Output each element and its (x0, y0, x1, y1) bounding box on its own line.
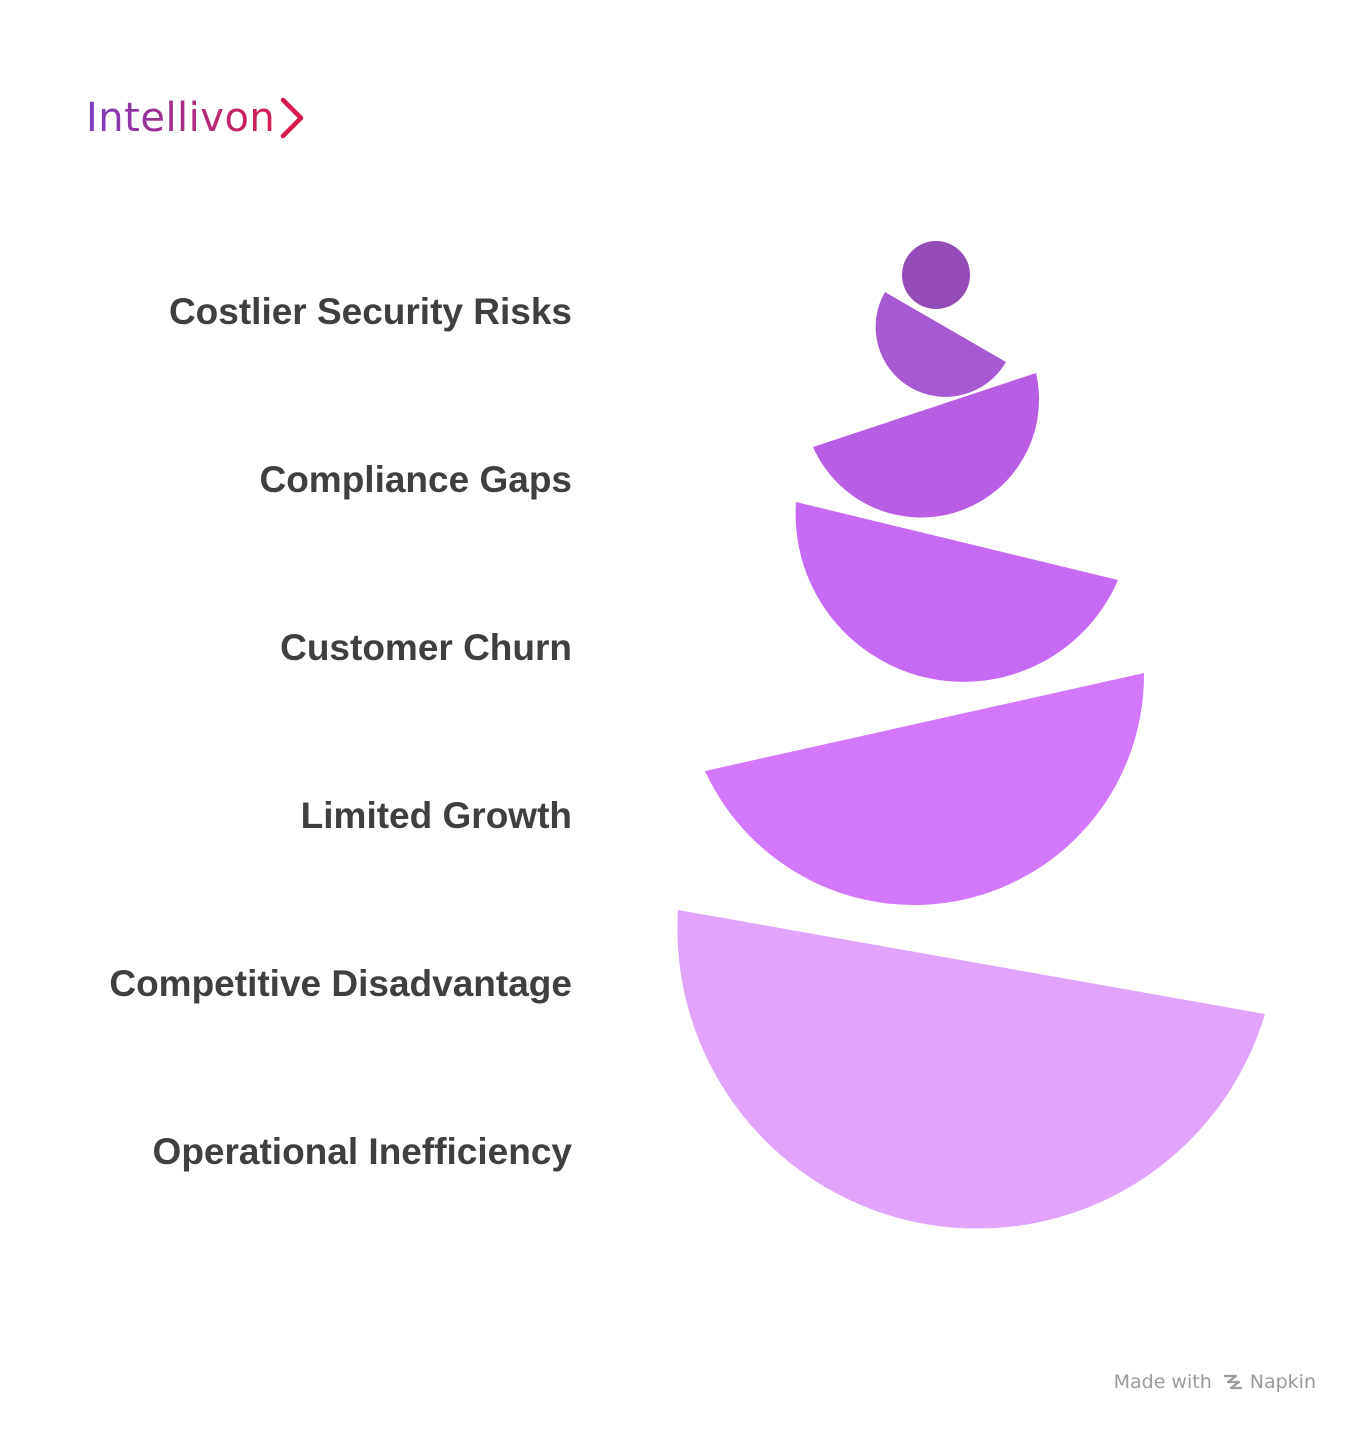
top-ball (902, 241, 970, 309)
made-with-text: Made with (1113, 1371, 1212, 1393)
bowl-4 (705, 673, 1145, 906)
label-limited-growth: Limited Growth (300, 795, 572, 836)
bowl-1 (875, 292, 1006, 397)
napkin-icon (1223, 1374, 1242, 1390)
bowl-2 (813, 373, 1040, 518)
label-costlier-security-risks: Costlier Security Risks (168, 291, 572, 332)
napkin-text: Napkin (1249, 1371, 1316, 1393)
label-competitive-disadvantage: Competitive Disadvantage (109, 963, 572, 1004)
bowl-3 (795, 502, 1118, 682)
brand-name: Intellivon (86, 95, 276, 141)
bowl-5 (677, 910, 1265, 1229)
chevron-right-icon (281, 97, 304, 139)
layer-labels: Costlier Security Risks Compliance Gaps … (60, 0, 572, 1440)
label-compliance-gaps: Compliance Gaps (259, 459, 572, 500)
label-operational-inefficiency: Operational Inefficiency (152, 1131, 572, 1172)
made-with-napkin: Made with Napkin (1114, 1371, 1316, 1393)
label-customer-churn: Customer Churn (280, 627, 572, 668)
brand-logo: Intellivon (86, 96, 305, 140)
